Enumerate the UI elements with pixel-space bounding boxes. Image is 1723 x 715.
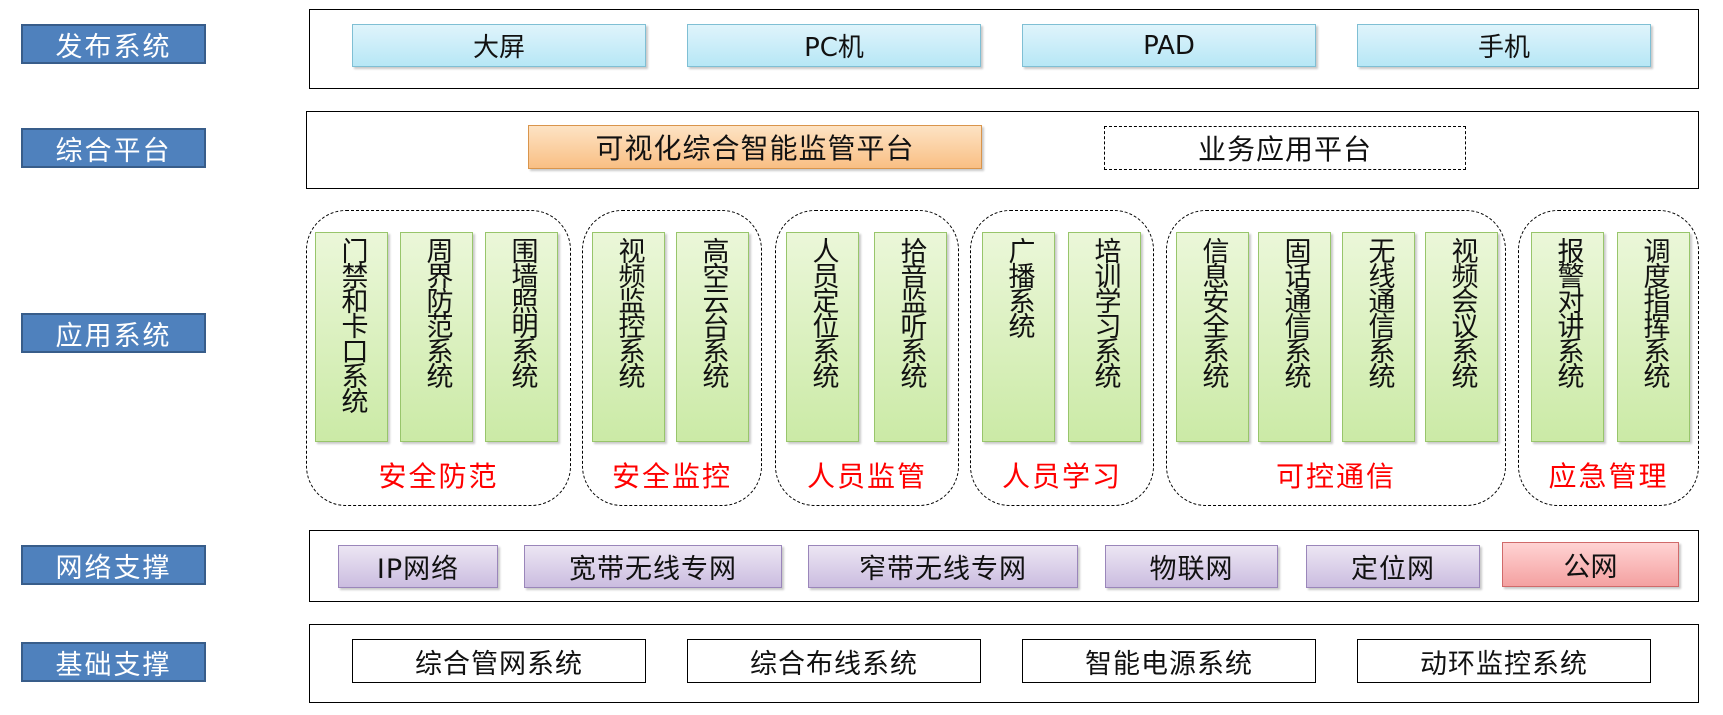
foundation-item-pipe-network: 综合管网系统 [352,639,646,683]
app-system-high-altitude-ptz: 高空云台系统 [676,232,749,442]
app-system-wireless-communication: 无线通信系统 [1342,232,1415,442]
app-system-alarm-intercom: 报警对讲系统 [1531,232,1604,442]
app-group-emergency-management: 应急管理 [1518,210,1699,506]
app-system-access-gate: 门禁和卡口系统 [315,232,388,442]
foundation-item-power: 智能电源系统 [1022,639,1316,683]
app-group-security-monitoring: 安全监控 [582,210,762,506]
platform-layer-frame [306,111,1699,189]
app-group-label: 应急管理 [1548,460,1669,493]
network-item-public: 公网 [1502,542,1679,587]
app-system-wall-lighting: 围墙照明系统 [485,232,558,442]
app-system-broadcast: 广播系统 [982,232,1055,442]
platform-visual-supervision: 可视化综合智能监管平台 [528,125,982,169]
app-group-personnel-learning: 人员学习 [970,210,1154,506]
app-system-video-surveillance: 视频监控系统 [592,232,665,442]
foundation-item-environment-monitoring: 动环监控系统 [1357,639,1651,683]
app-group-label: 可控通信 [1275,460,1396,493]
network-item-positioning: 定位网 [1306,545,1480,588]
layer-label-publish: 发布系统 [21,24,206,64]
publish-item-pc: PC机 [687,24,981,67]
app-system-perimeter-defense: 周界防范系统 [400,232,473,442]
layer-label-foundation: 基础支撑 [21,642,206,682]
app-group-personnel-supervision: 人员监管 [775,210,959,506]
app-group-controlled-communication: 可控通信 [1166,210,1506,506]
layer-label-application: 应用系统 [21,313,206,353]
app-group-label: 安全监控 [611,460,732,493]
app-group-label: 安全防范 [378,460,499,493]
app-system-fixed-line: 固话通信系统 [1258,232,1331,442]
layer-label-platform: 综合平台 [21,128,206,168]
network-item-broadband-wireless: 宽带无线专网 [524,545,782,588]
app-system-video-conference: 视频会议系统 [1425,232,1498,442]
publish-item-phone: 手机 [1357,24,1651,67]
publish-item-big-screen: 大屏 [352,24,646,67]
publish-item-pad: PAD [1022,24,1316,67]
network-item-iot: 物联网 [1105,545,1278,588]
network-item-narrowband-wireless: 窄带无线专网 [808,545,1078,588]
foundation-item-cabling: 综合布线系统 [687,639,981,683]
platform-business-application: 业务应用平台 [1104,126,1466,170]
app-system-audio-monitoring: 拾音监听系统 [874,232,947,442]
layer-label-network: 网络支撑 [21,545,206,585]
app-system-information-security: 信息安全系统 [1176,232,1249,442]
app-system-dispatch-command: 调度指挥系统 [1617,232,1690,442]
app-group-label: 人员学习 [1001,460,1122,493]
app-group-security-defense: 安全防范 [306,210,571,506]
app-group-label: 人员监管 [806,460,927,493]
network-item-ip: IP网络 [338,545,498,588]
app-system-training-learning: 培训学习系统 [1068,232,1141,442]
app-system-personnel-positioning: 人员定位系统 [786,232,859,442]
